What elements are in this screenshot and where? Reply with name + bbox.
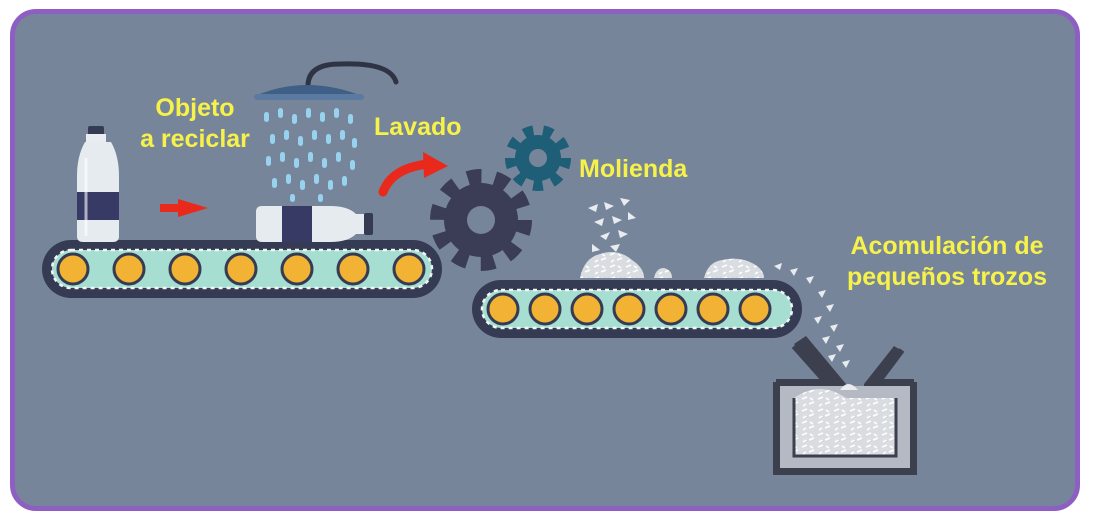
roller	[654, 292, 688, 326]
arrow-right-icon	[160, 199, 208, 217]
roller	[112, 252, 146, 286]
label-object-to-recycle: Objeto a reciclar	[110, 93, 280, 155]
roller	[570, 292, 604, 326]
roller	[280, 252, 314, 286]
roller	[738, 292, 772, 326]
roller	[336, 252, 370, 286]
label-object-line2: a reciclar	[140, 125, 250, 153]
plastic-bottle-icon	[77, 126, 119, 242]
plastic-flakes-icon	[580, 252, 764, 278]
label-washing: Lavado	[374, 113, 462, 141]
roller	[612, 292, 646, 326]
label-grinding: Molienda	[579, 155, 688, 183]
roller	[56, 252, 90, 286]
label-accumulation-line1: Acomulación de	[850, 232, 1044, 260]
curved-arrow-icon	[378, 152, 448, 197]
water-drops-icon	[264, 108, 357, 202]
label-object-line1: Objeto	[155, 94, 235, 122]
plastic-flakes-icon	[588, 198, 636, 252]
roller	[486, 292, 520, 326]
roller	[528, 292, 562, 326]
shower-head-icon	[254, 61, 399, 100]
conveyor-belt-left	[42, 240, 442, 298]
plastic-flakes-icon	[774, 263, 850, 368]
plastic-bottle-icon	[256, 206, 373, 242]
gear-large-icon	[430, 169, 532, 271]
roller	[168, 252, 202, 286]
roller	[224, 252, 258, 286]
gear-small-icon	[505, 125, 571, 191]
conveyor-belt-right	[472, 280, 802, 338]
collection-bin-icon	[773, 336, 917, 475]
roller	[392, 252, 426, 286]
label-accumulation: Acomulación de pequeños trozos	[816, 231, 1078, 293]
roller	[696, 292, 730, 326]
label-accumulation-line2: pequeños trozos	[846, 263, 1047, 291]
